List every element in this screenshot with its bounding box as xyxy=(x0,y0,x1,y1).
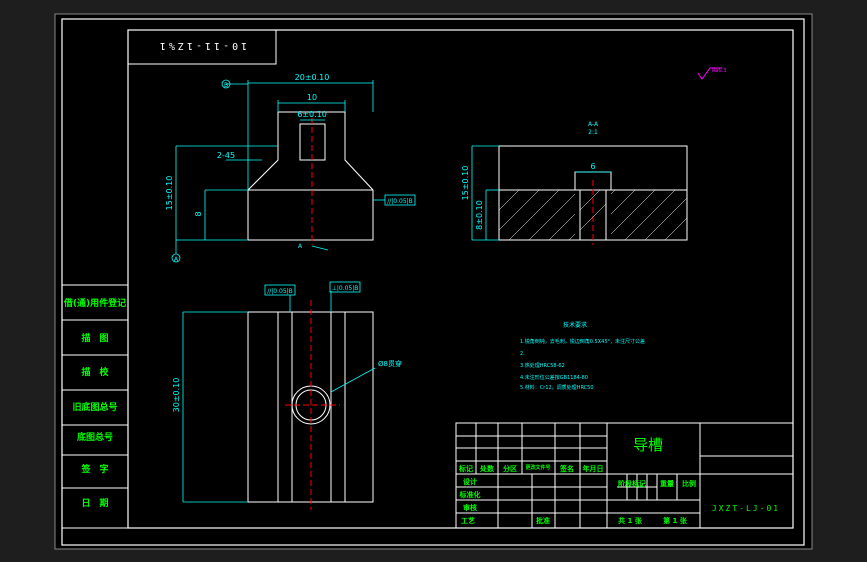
dim-chamfer: 2-45 xyxy=(217,151,235,160)
tb-header-mark: 标记 xyxy=(458,464,473,473)
top-view xyxy=(247,300,374,510)
note-line-1: 1.锐角倒钝，去毛刺，锐边倒角0.5X45°，未注尺寸公差 xyxy=(520,338,645,345)
tol-left: //|0.05|B xyxy=(267,288,293,295)
datum-a-label: A xyxy=(174,256,179,263)
section-dim-slot: 6 xyxy=(590,162,595,171)
dim-lower-height: 8 xyxy=(194,211,203,216)
section-dim-height: 15±0.10 xyxy=(461,166,470,201)
side-row-7: 日 期 xyxy=(81,497,108,509)
dim-slot-width: 6±0.10 xyxy=(297,110,327,119)
roughness-mark: Ra6.3 xyxy=(697,67,726,80)
side-row-2: 描 图 xyxy=(81,332,108,344)
side-row-1: 借(通)用件登记 xyxy=(63,297,126,309)
tb-header-date: 年月日 xyxy=(583,464,604,473)
section-labels: A-A 2:1 6 15±0.10 8±0.10 xyxy=(461,121,599,230)
code-box-text: 10-11-1Z%1 xyxy=(157,40,247,51)
side-table xyxy=(61,284,129,529)
title-block xyxy=(455,422,794,529)
datum-b-label: B xyxy=(224,82,228,89)
roughness-text: Ra6.3 xyxy=(712,68,726,74)
part-name: 导槽 xyxy=(633,436,663,454)
side-row-4: 旧底图总号 xyxy=(72,401,117,413)
tb-weight: 重量 xyxy=(660,479,674,488)
section-dimensions xyxy=(471,145,611,241)
section-scale: 2:1 xyxy=(588,129,598,136)
code-box xyxy=(127,29,277,65)
note-line-3: 3.热处理HRC58-62 xyxy=(520,362,565,369)
hole-label: Ø8贯穿 xyxy=(378,359,402,368)
section-view xyxy=(498,145,688,245)
top-view-dimensions xyxy=(182,281,376,503)
dim-top-width: 10 xyxy=(307,93,317,102)
tb-approve: 批准 xyxy=(536,516,550,525)
note-line-2: 2. xyxy=(520,351,525,357)
section-dim-lower: 8±0.10 xyxy=(475,200,484,230)
drawing-number: JXZT-LJ-01 xyxy=(712,504,780,513)
tb-role-review: 审核 xyxy=(463,503,477,512)
section-hatching xyxy=(498,189,688,241)
side-row-6: 签 字 xyxy=(80,463,108,475)
section-title: A-A xyxy=(588,121,599,128)
dim-overall-width: 20±0.10 xyxy=(295,73,330,82)
tb-sheets-total: 共 1 张 xyxy=(618,516,643,525)
tb-header-sign: 签名 xyxy=(559,464,574,473)
note-line-4: 4.未注形位公差按GB1184-80 xyxy=(520,374,588,381)
side-table-labels: 借(通)用件登记 描 图 描 校 旧底图总号 底图总号 签 字 日 期 xyxy=(63,297,126,509)
tb-scale: 比例 xyxy=(682,479,696,488)
top-view-labels: //|0.05|B ⊥|0.05|B 30±0.10 Ø8贯穿 xyxy=(172,285,402,412)
tb-header-count: 处数 xyxy=(479,464,495,473)
note-line-5: 5.材料：Cr12，调质处理HRC50 xyxy=(520,384,594,391)
outer-border xyxy=(61,18,805,546)
technical-notes: 技术要求 1.锐角倒钝，去毛刺，锐边倒角0.5X45°，未注尺寸公差 2. 3.… xyxy=(520,321,645,391)
section-a-label: A xyxy=(298,243,303,250)
front-view-dimensions xyxy=(171,79,416,263)
sheet-background xyxy=(54,13,813,550)
side-row-5: 底图总号 xyxy=(77,431,113,443)
tb-stage-mark: 阶段标记 xyxy=(618,479,646,488)
tb-header-change: 更改文件号 xyxy=(525,464,550,471)
tb-role-process: 工艺 xyxy=(461,516,475,525)
tb-header-zone: 分区 xyxy=(503,464,517,473)
tol-right: ⊥|0.05|B xyxy=(332,285,359,292)
title-block-text: 标记 处数 分区 更改文件号 签名 年月日 设计 标准化 审核 工艺 批准 阶段… xyxy=(458,464,696,525)
top-dim-length: 30±0.10 xyxy=(172,378,181,413)
tolerance-right: //|0.05|B xyxy=(387,198,413,205)
dim-height: 15±0.10 xyxy=(165,176,174,211)
tb-sheet-no: 第 1 张 xyxy=(663,516,688,525)
front-view-labels: 20±0.10 10 6±0.10 2-45 15±0.10 8 B A //|… xyxy=(165,73,413,263)
notes-title: 技术要求 xyxy=(563,321,587,329)
side-row-3: 描 校 xyxy=(81,366,109,378)
tb-role-standard: 标准化 xyxy=(459,490,481,499)
tb-role-design: 设计 xyxy=(463,477,477,486)
